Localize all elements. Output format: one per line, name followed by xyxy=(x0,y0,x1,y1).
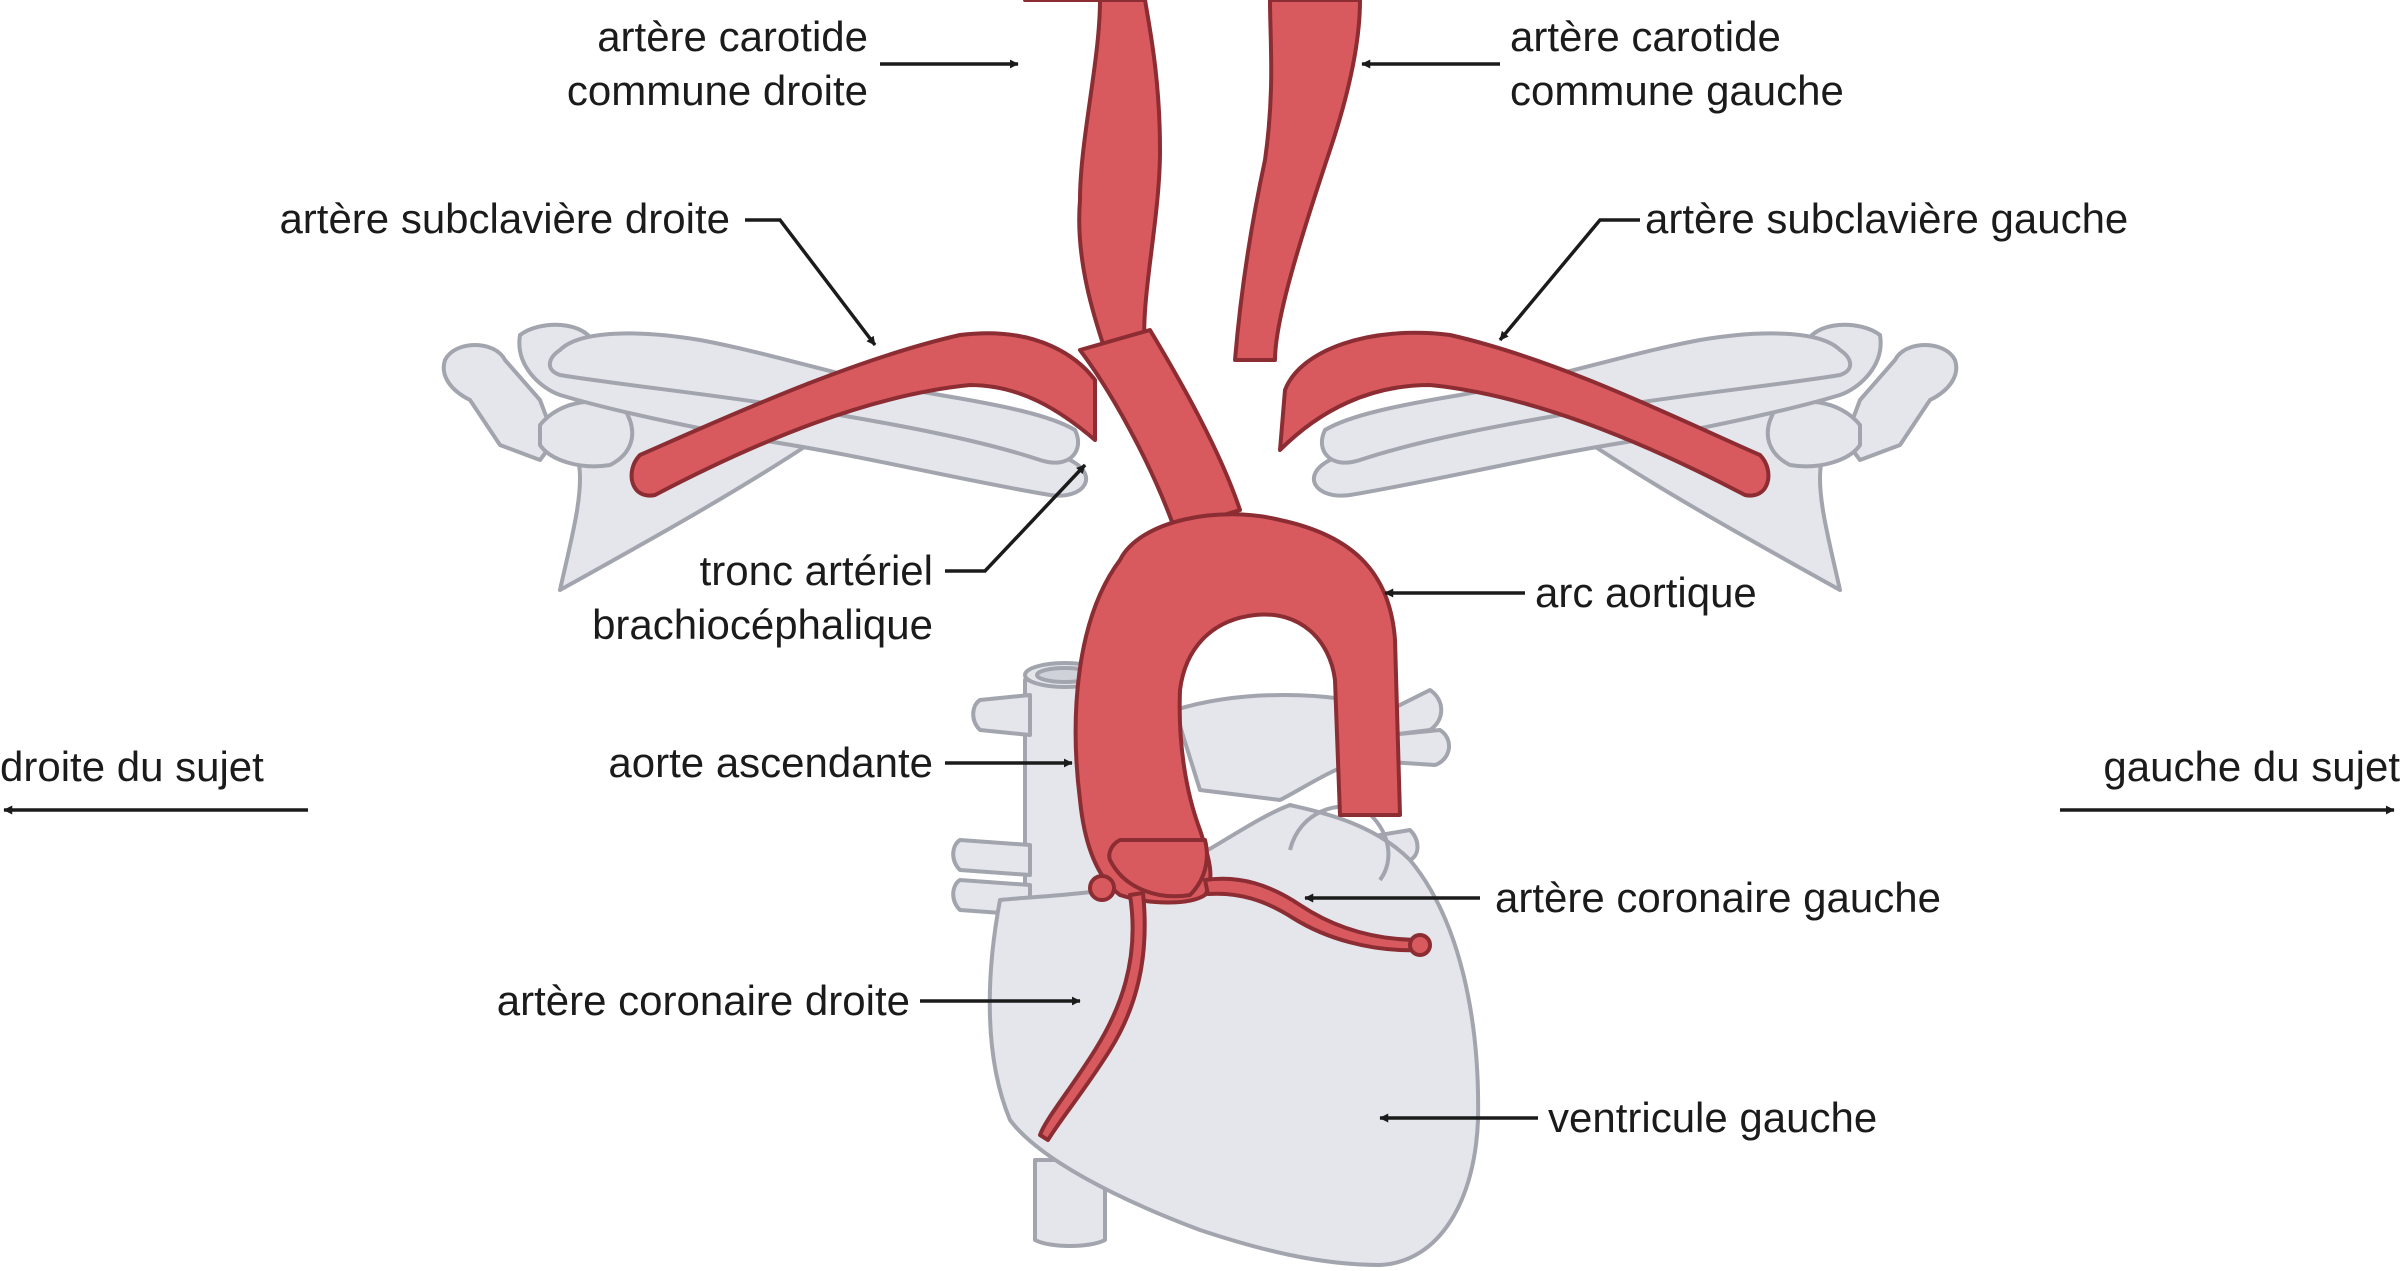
label-coronaire-droite: artère coronaire droite xyxy=(496,977,910,1024)
leader-subclaviere-gauche xyxy=(1498,218,1640,342)
label-subclaviere-droite: artère subclavière droite xyxy=(279,195,730,242)
label-droite-du-sujet: droite du sujet xyxy=(0,743,264,790)
label-tronc-brachiocephalique: tronc artériel brachiocéphalique xyxy=(592,547,933,648)
label-gauche-du-sujet: gauche du sujet xyxy=(2103,743,2400,790)
label-aorte-ascendante: aorte ascendante xyxy=(608,739,933,786)
arteries xyxy=(629,0,1771,1142)
label-carotide-gauche: artère carotide commune gauche xyxy=(1510,13,1844,114)
label-subclaviere-gauche: artère subclavière gauche xyxy=(1645,195,2129,242)
leader-subclaviere-droite xyxy=(745,218,877,347)
label-arc-aortique: arc aortique xyxy=(1535,569,1757,616)
leader-lines xyxy=(3,59,2395,1123)
label-ventricule-gauche: ventricule gauche xyxy=(1548,1094,1878,1141)
label-carotide-droite: artère carotide commune droite xyxy=(566,13,868,114)
leader-tronc xyxy=(945,463,1087,573)
label-coronaire-gauche: artère coronaire gauche xyxy=(1495,874,1941,921)
